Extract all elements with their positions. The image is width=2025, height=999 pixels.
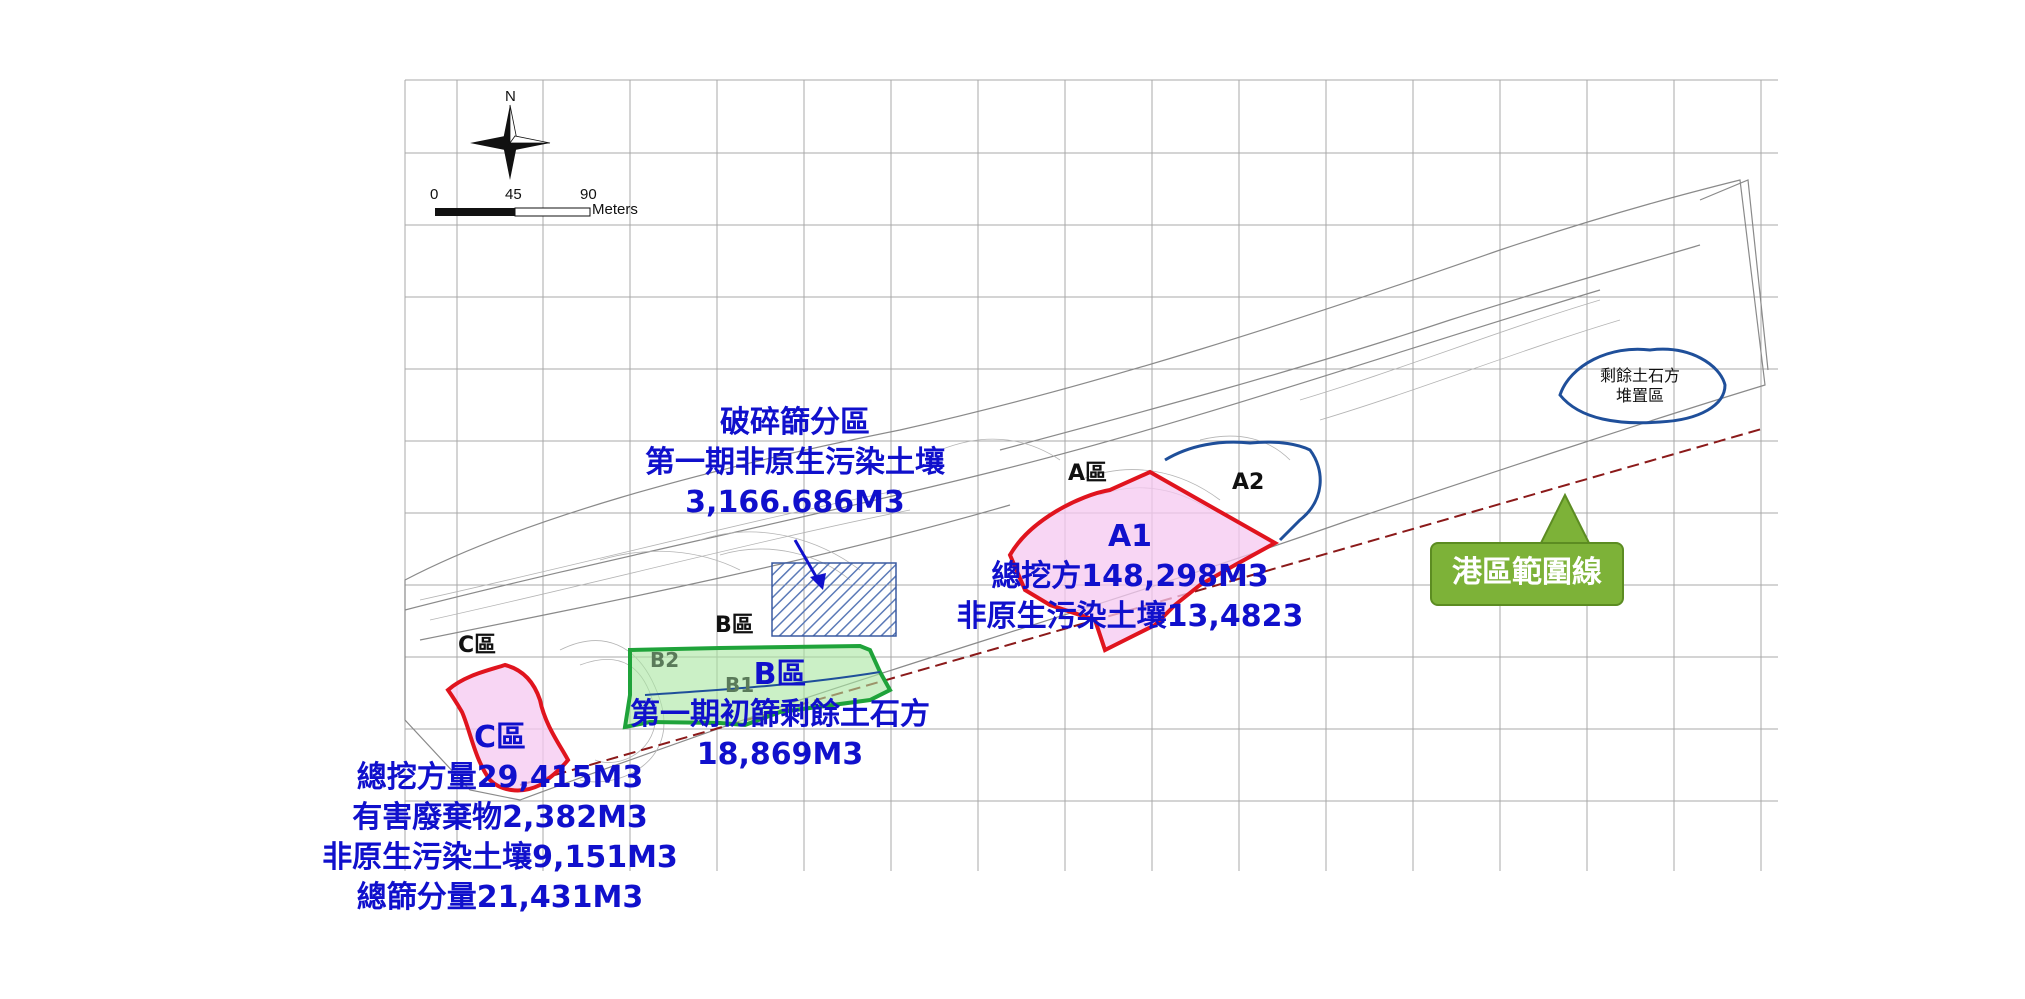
stockpile-line1: 剩餘土石方 bbox=[1599, 366, 1680, 385]
b-title: B區 bbox=[753, 657, 807, 692]
a1-line2: 總挖方148,298M3 bbox=[991, 559, 1269, 594]
c-line3: 有害廢棄物2,382M3 bbox=[352, 800, 648, 835]
scale-tick-45: 45 bbox=[505, 186, 522, 203]
crushing-area-rect bbox=[771, 562, 897, 637]
north-label: N bbox=[505, 88, 516, 105]
zone-c-polygon bbox=[445, 662, 571, 793]
zone-b1-label: B1 bbox=[725, 673, 755, 697]
stockpile-label: 剩餘土石方 堆置區 bbox=[1585, 366, 1695, 406]
b-line2: 第一期初篩剩餘土石方 bbox=[630, 697, 930, 732]
scale-tick-0: 0 bbox=[430, 186, 439, 203]
crushing-area-arrowhead bbox=[810, 573, 826, 590]
a1-label: A1 總挖方148,298M3 非原生污染土壤13,4823 bbox=[935, 517, 1325, 637]
north-arrow-icon bbox=[470, 104, 551, 180]
c-line5: 總篩分量21,431M3 bbox=[356, 880, 644, 915]
zone-a-label: A區 bbox=[1068, 461, 1108, 486]
crushing-line3: 3,166.686M3 bbox=[685, 485, 905, 520]
stockpile-line2: 堆置區 bbox=[1615, 386, 1664, 405]
c-line4: 非原生污染土壤9,151M3 bbox=[322, 840, 678, 875]
c-line2: 總挖方量29,415M3 bbox=[356, 760, 644, 795]
harbor-boundary-callout: 港區範圍線 bbox=[1430, 542, 1624, 606]
zone-a1-polygon bbox=[1007, 469, 1280, 653]
a1-line3: 非原生污染土壤13,4823 bbox=[956, 599, 1304, 634]
zone-c-short-label: C區 bbox=[458, 633, 497, 658]
b-line3: 18,869M3 bbox=[696, 737, 864, 772]
c-label: C區 總挖方量29,415M3 有害廢棄物2,382M3 非原生污染土壤9,15… bbox=[300, 718, 700, 918]
crushing-line2: 第一期非原生污染土壤 bbox=[645, 445, 945, 480]
b-label: B區 第一期初篩剩餘土石方 18,869M3 bbox=[590, 655, 970, 775]
crushing-title: 破碎篩分區 bbox=[720, 405, 870, 440]
stockpile-outline bbox=[1558, 347, 1727, 425]
crushing-area-label: 破碎篩分區 第一期非原生污染土壤 3,166.686M3 bbox=[610, 403, 980, 523]
crushing-area-arrow bbox=[793, 539, 820, 581]
scale-tick-90: 90 bbox=[580, 186, 597, 203]
a1-title: A1 bbox=[1107, 519, 1153, 554]
zone-b1-outline bbox=[644, 671, 881, 696]
zone-a2-outline bbox=[1164, 440, 1322, 542]
scale-bar bbox=[435, 207, 591, 217]
c-title: C區 bbox=[473, 720, 527, 755]
harbor-callout-pointer bbox=[1538, 492, 1592, 546]
zone-a2-label: A2 bbox=[1232, 470, 1265, 495]
scale-unit: Meters bbox=[592, 201, 638, 218]
zone-b-short-label: B區 bbox=[715, 613, 754, 638]
zone-b2-label: B2 bbox=[650, 648, 680, 672]
